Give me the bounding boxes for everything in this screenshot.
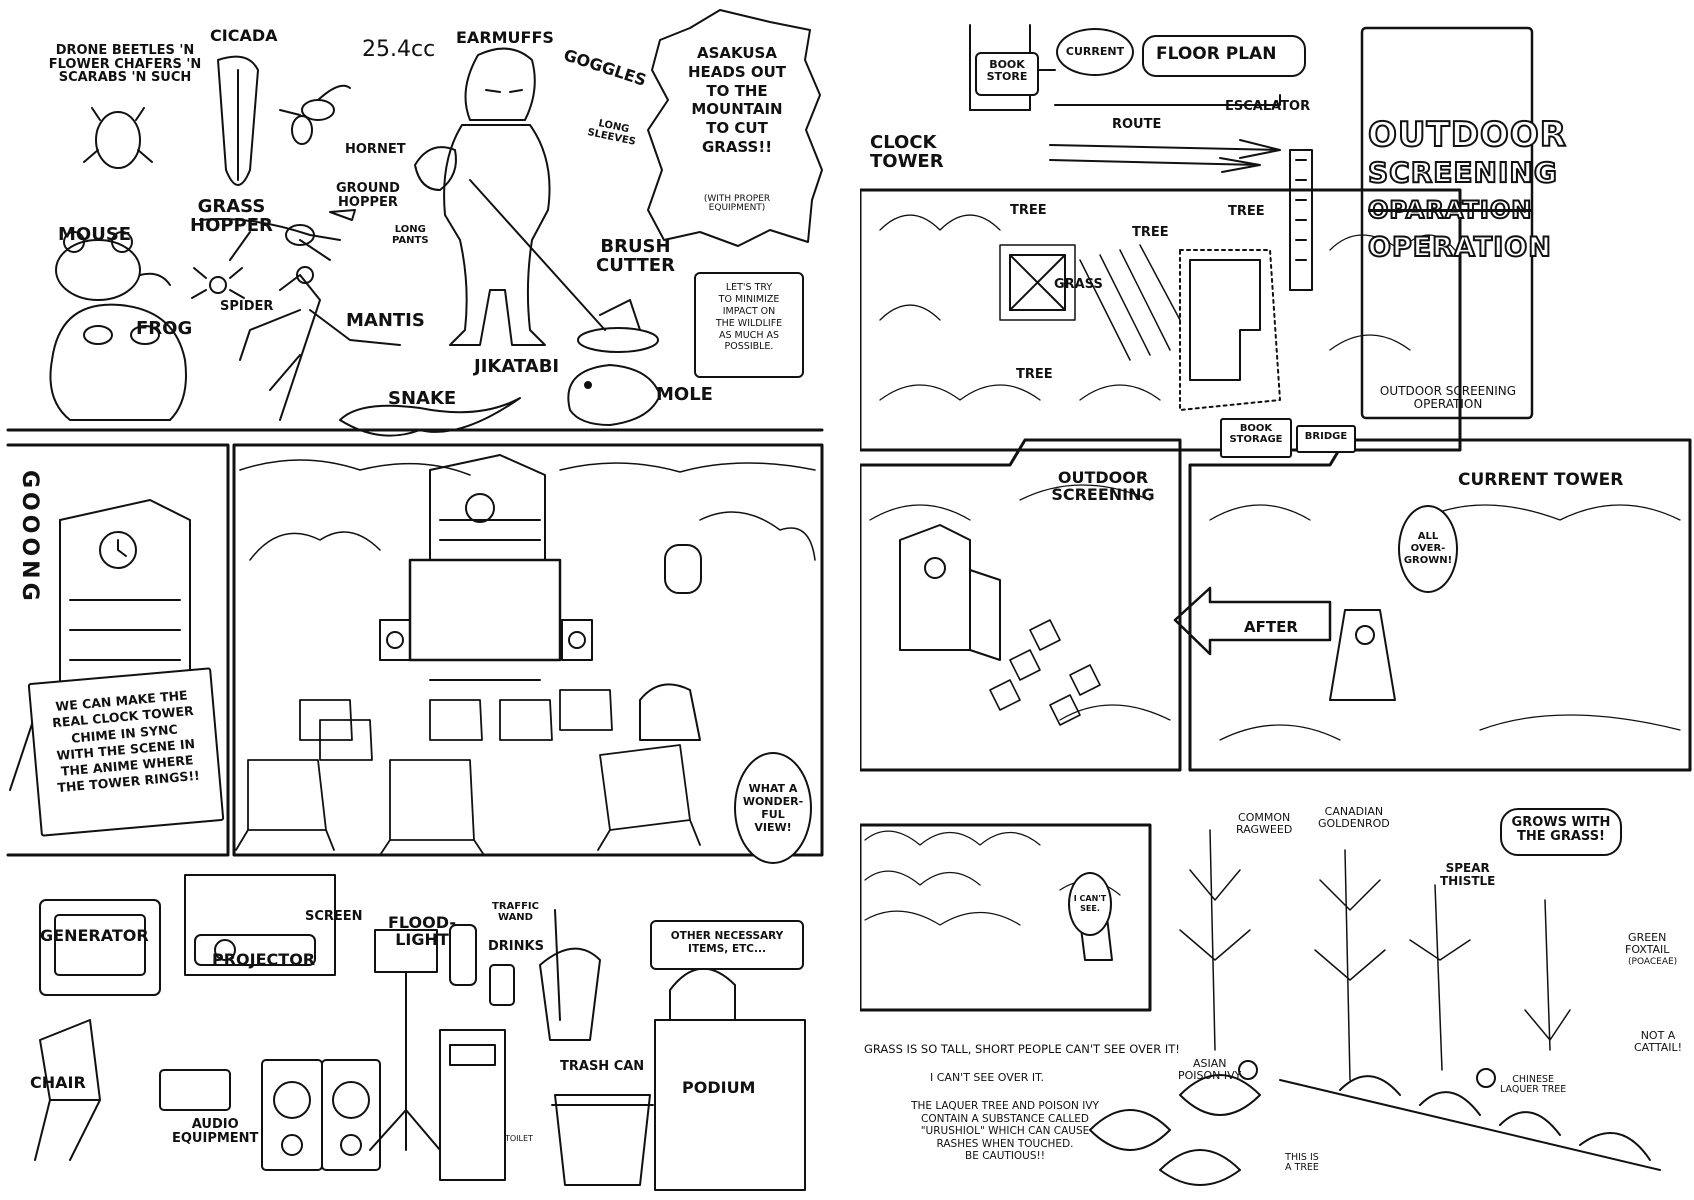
label-bridge: BRIDGE	[1304, 431, 1348, 442]
left-page-illustration	[6, 9, 824, 1191]
label-cicada: CICADA	[210, 26, 278, 45]
view-speech-text: WHAT A WONDER- FUL VIEW!	[742, 781, 804, 835]
label-clock-tower: CLOCK TOWER	[870, 132, 944, 172]
label-goldenrod: CANADIAN GOLDENROD	[1318, 805, 1390, 830]
label-thistle: SPEAR THISTLE	[1440, 861, 1496, 888]
label-tree-3: TREE	[1228, 204, 1265, 219]
label-laquer-tree: CHINESE LAQUER TREE	[1500, 1074, 1567, 1095]
overgrown-text: ALL OVER- GROWN!	[1403, 531, 1453, 566]
cant-see-text: I CAN'T SEE.	[1073, 894, 1107, 913]
label-projector: PROJECTOR	[212, 950, 316, 969]
label-grasshopper: GRASS HOPPER	[190, 196, 273, 236]
grows-label: GROWS WITH THE GRASS!	[1511, 815, 1611, 844]
clock-tower-sign: WE CAN MAKE THE REAL CLOCK TOWER CHIME I…	[27, 667, 225, 837]
label-not-cattail: NOT A CATTAIL!	[1634, 1029, 1683, 1054]
sfx-gooong: GOOONG	[17, 470, 43, 605]
right-page: BOOK STORE CURRENT FLOOR PLAN ROUTE ESCA…	[860, 0, 1694, 1200]
label-chair: CHAIR	[30, 1073, 86, 1092]
label-podium: PODIUM	[682, 1078, 756, 1097]
label-screen: SCREEN	[305, 909, 363, 924]
cant-see-bubble: I CAN'T SEE.	[1068, 872, 1112, 936]
panel-title-current-tower: CURRENT TOWER	[1458, 470, 1624, 490]
other-items-box: OTHER NECESSARY ITEMS, ETC...	[650, 920, 804, 970]
label-brush-cutter: BRUSH CUTTER	[596, 236, 675, 276]
grass-aside: I CAN'T SEE OVER IT.	[930, 1071, 1045, 1084]
floor-plan-title: FLOOR PLAN	[1156, 44, 1277, 64]
label-grass: GRASS	[1054, 277, 1103, 292]
label-this-is-tree: THIS IS A TREE	[1285, 1152, 1319, 1173]
floor-plan-title-box: FLOOR PLAN	[1142, 35, 1306, 77]
wildlife-note-text: LET'S TRY TO MINIMIZE IMPACT ON THE WILD…	[715, 282, 783, 353]
label-audio-equipment: AUDIO EQUIPMENT	[172, 1117, 259, 1146]
poison-warning: THE LAQUER TREE AND POISON IVY CONTAIN A…	[911, 1100, 1099, 1163]
after-arrow-label: AFTER	[1244, 618, 1298, 636]
label-tree-1: TREE	[1010, 203, 1047, 218]
label-current: CURRENT	[1065, 45, 1125, 59]
overgrown-bubble: ALL OVER- GROWN!	[1398, 505, 1458, 593]
label-drinks: DRINKS	[488, 939, 544, 954]
panel-title-outdoor-screening: OUTDOOR SCREENING	[1051, 468, 1155, 504]
label-escalator: ESCALATOR	[1225, 99, 1311, 114]
label-traffic-wand: TRAFFIC WAND	[492, 901, 539, 923]
grass-caption: GRASS IS SO TALL, SHORT PEOPLE CAN'T SEE…	[864, 1042, 1180, 1056]
wildlife-note-box: LET'S TRY TO MINIMIZE IMPACT ON THE WILD…	[694, 272, 804, 378]
label-tree-4: TREE	[1016, 367, 1053, 382]
label-mantis: MANTIS	[346, 310, 425, 331]
label-jikatabi: JIKATABI	[474, 356, 560, 377]
label-frog: FROG	[136, 318, 193, 339]
label-foxtail-note: (POACEAE)	[1628, 957, 1678, 967]
label-foxtail: GREEN FOXTAIL	[1625, 931, 1670, 956]
right-page-illustration	[860, 24, 1692, 1186]
label-spider: SPIDER	[220, 299, 274, 314]
book-storage-box: BOOK STORAGE	[1220, 418, 1292, 458]
clock-tower-sign-text: WE CAN MAKE THE REAL CLOCK TOWER CHIME I…	[51, 687, 201, 796]
label-tree-2: TREE	[1132, 225, 1169, 240]
current-bubble: CURRENT	[1056, 28, 1134, 76]
label-floodlight: FLOOD- LIGHT	[388, 913, 456, 949]
label-snake: SNAKE	[388, 388, 457, 409]
label-book-storage: BOOK STORAGE	[1229, 423, 1283, 445]
view-speech-bubble: WHAT A WONDER- FUL VIEW!	[734, 752, 812, 864]
title-caption: OUTDOOR SCREENING OPERATION	[1379, 384, 1517, 411]
label-trash-can: TRASH CAN	[560, 1059, 645, 1074]
intro-speech-bubble: ASAKUSA HEADS OUT TO THE MOUNTAIN TO CUT…	[687, 44, 787, 156]
label-generator: GENERATOR	[40, 926, 149, 945]
label-toilet: TOILET	[505, 1134, 533, 1143]
label-book-store: BOOK STORE	[986, 58, 1028, 83]
title-screening: SCREENING	[1367, 156, 1558, 189]
label-beetles: DRONE BEETLES 'N FLOWER CHAFERS 'N SCARA…	[48, 43, 202, 86]
label-earmuffs: EARMUFFS	[456, 28, 554, 47]
book-store-box: BOOK STORE	[975, 52, 1039, 96]
title-oparation-crossed: OPARATION	[1367, 196, 1533, 224]
label-engine-size: 25.4cc	[362, 37, 436, 62]
bridge-box: BRIDGE	[1296, 425, 1356, 453]
label-long-pants: LONG PANTS	[392, 224, 429, 246]
left-page: DRONE BEETLES 'N FLOWER CHAFERS 'N SCARA…	[0, 0, 830, 1200]
label-poison-ivy: ASIAN POISON IVY	[1178, 1057, 1242, 1082]
label-mouse: MOUSE	[58, 224, 132, 245]
title-outdoor: OUTDOOR	[1367, 115, 1567, 155]
intro-note: (WITH PROPER EQUIPMENT)	[703, 194, 771, 214]
grows-box: GROWS WITH THE GRASS!	[1500, 808, 1622, 856]
label-other-items: OTHER NECESSARY ITEMS, ETC...	[670, 930, 784, 956]
label-route: ROUTE	[1112, 117, 1162, 132]
label-ground-hopper: GROUND HOPPER	[336, 181, 400, 210]
label-hornet: HORNET	[345, 142, 406, 157]
label-ragweed: COMMON RAGWEED	[1236, 811, 1293, 836]
title-operation: OPERATION	[1367, 232, 1552, 263]
label-mole: MOLE	[656, 384, 713, 405]
